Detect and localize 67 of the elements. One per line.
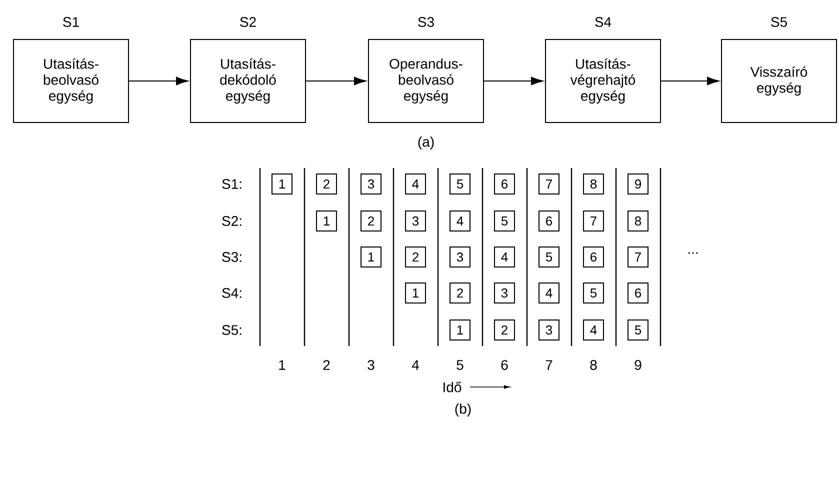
- instruction-box: 2: [450, 282, 470, 304]
- instruction-box: 5: [583, 282, 604, 304]
- instruction-box: 6: [583, 246, 604, 268]
- instruction-box: 3: [538, 320, 560, 340]
- instruction-box: 6: [628, 282, 648, 304]
- axis-label: Idő: [444, 382, 462, 392]
- time-tick: 6: [501, 360, 508, 370]
- stage-heading: S2: [240, 17, 256, 27]
- row-label: S4:: [222, 288, 242, 298]
- instruction-box: 4: [450, 210, 470, 232]
- instruction-box: 1: [272, 174, 292, 194]
- ellipsis: ...: [688, 252, 698, 254]
- instruction-box: 6: [494, 174, 515, 194]
- instruction-box: 5: [538, 246, 560, 268]
- time-tick: 2: [323, 360, 330, 370]
- instruction-box: 8: [628, 210, 648, 232]
- stage-box: Operandus-beolvasó egység: [368, 39, 484, 123]
- instruction-box: 2: [494, 320, 515, 340]
- instruction-box: 4: [538, 282, 560, 304]
- instruction-box: 5: [628, 320, 648, 340]
- time-tick: 5: [456, 360, 464, 370]
- instruction-box: 1: [316, 210, 337, 232]
- row-label: S3:: [222, 252, 242, 262]
- time-tick: 7: [546, 360, 552, 370]
- time-tick: 3: [368, 360, 374, 370]
- instruction-box: 6: [538, 210, 560, 232]
- instruction-box: 2: [405, 246, 426, 268]
- instruction-box: 1: [405, 282, 426, 304]
- instruction-box: 9: [628, 174, 648, 194]
- instruction-box: 7: [538, 174, 560, 194]
- stage-box: Visszaíró egység: [721, 39, 837, 123]
- instruction-box: 3: [494, 282, 515, 304]
- instruction-box: 5: [450, 174, 470, 194]
- arrow: [660, 76, 720, 86]
- arrow: [484, 76, 544, 86]
- stage-heading: S4: [595, 17, 612, 27]
- time-tick: 4: [412, 360, 419, 370]
- row-label: S5:: [222, 325, 242, 335]
- instruction-box: 3: [360, 174, 382, 194]
- panel-label: (a): [418, 136, 434, 150]
- instruction-box: 5: [494, 210, 515, 232]
- row-label: S2:: [222, 216, 242, 226]
- stage-heading: S1: [63, 17, 79, 27]
- instruction-box: 4: [494, 246, 515, 268]
- time-tick: 8: [590, 360, 597, 370]
- arrow: [128, 76, 188, 86]
- time-tick: 1: [279, 360, 286, 370]
- instruction-box: 1: [450, 320, 470, 340]
- instruction-box: 4: [583, 320, 604, 340]
- stage-box: Utasítás-végrehajtó egység: [545, 39, 661, 123]
- panel-label: (b): [455, 403, 471, 417]
- stage-heading: S5: [771, 17, 787, 27]
- instruction-box: 2: [316, 174, 337, 194]
- instruction-box: 3: [405, 210, 426, 232]
- instruction-box: 4: [405, 174, 426, 194]
- stage-box: Utasítás-beolvasó egység: [13, 39, 129, 123]
- row-label: S1:: [222, 179, 242, 189]
- instruction-box: 7: [628, 246, 648, 268]
- instruction-box: 3: [450, 246, 470, 268]
- stage-box: Utasítás-dekódoló egység: [190, 39, 306, 123]
- instruction-box: 8: [583, 174, 604, 194]
- instruction-box: 7: [583, 210, 604, 232]
- arrow: [306, 76, 366, 86]
- time-tick: 9: [634, 360, 642, 370]
- instruction-box: 2: [360, 210, 382, 232]
- stage-heading: S3: [418, 17, 434, 27]
- instruction-box: 1: [360, 246, 382, 268]
